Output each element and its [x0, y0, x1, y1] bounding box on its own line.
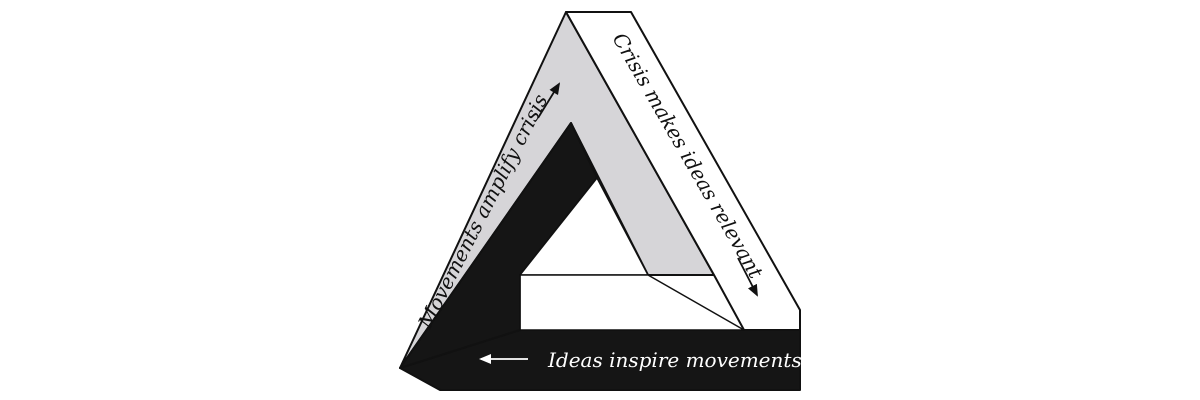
arrow-left-up: [537, 82, 561, 119]
edge-label-bottom: Ideas inspire movements: [547, 348, 802, 372]
inner-white-opening: [519, 274, 745, 331]
arrow-right-down: [737, 257, 758, 297]
